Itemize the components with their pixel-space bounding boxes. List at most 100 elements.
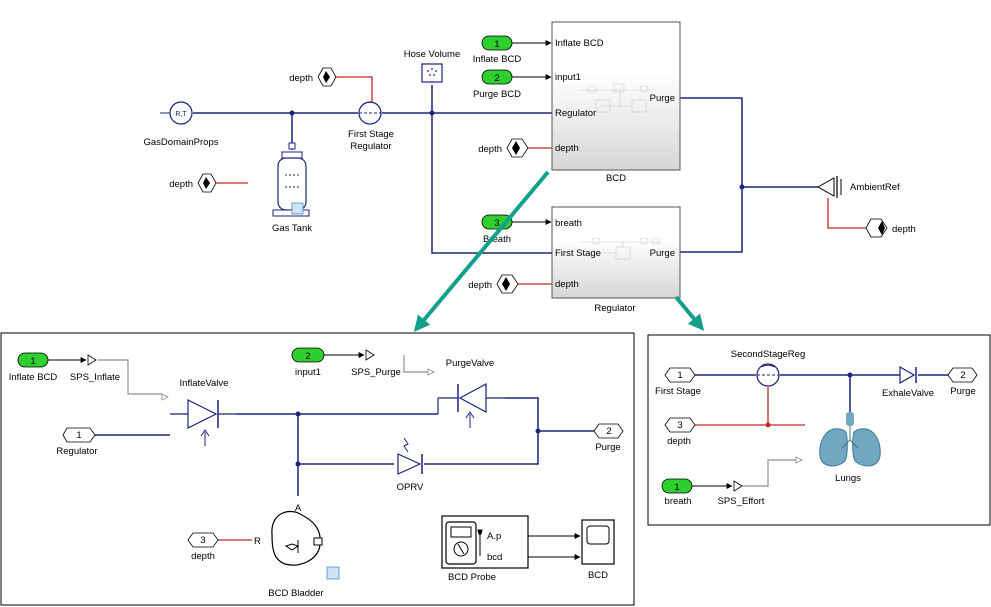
port-number: 3 [200, 535, 205, 546]
block-label: AmbientRef [850, 182, 900, 193]
block-label: SPS_Purge [351, 367, 401, 378]
purge-valve-block[interactable]: PurgeValve [427, 358, 505, 428]
bcd-bladder-block[interactable]: A R BCD Bladder [254, 503, 340, 599]
inport-inflate-bcd[interactable]: 1 Inflate BCD [9, 352, 58, 383]
top-level-model: 1 Inflate BCD 2 Purge BCD 3 Breath depth… [144, 21, 916, 332]
tag-label: depth [478, 144, 502, 155]
regulator-subsystem-view: SecondStageReg 1 First Stage 3 depth 1 b… [647, 334, 991, 526]
first-stage-regulator-block[interactable]: First Stage Regulator [348, 101, 394, 152]
inport-label: input1 [295, 367, 321, 378]
inport-inflate-bcd[interactable]: 1 Inflate BCD [473, 35, 522, 65]
port-label: Purge [650, 248, 675, 259]
tag-label: depth [289, 73, 313, 84]
from-depth-tag[interactable]: depth [478, 138, 529, 158]
physical-connection-lines [695, 374, 948, 418]
oprv-valve-block[interactable]: OPRV [397, 437, 424, 493]
inport-number: 3 [494, 218, 499, 229]
port-number: 2 [606, 426, 611, 437]
lungs-block[interactable]: Lungs [819, 412, 881, 484]
ambient-ref-block[interactable]: AmbientRef [816, 176, 900, 198]
inport-number: 1 [30, 356, 35, 367]
port-label: input1 [555, 72, 581, 83]
port-label: Purge [650, 93, 675, 104]
second-stage-reg-block[interactable]: SecondStageReg [731, 349, 805, 387]
from-depth-tag[interactable]: depth [169, 173, 217, 193]
inport-label: Breath [483, 234, 511, 245]
block-label: SPS_Effort [718, 496, 765, 507]
gas-props-icon: R,T [175, 111, 187, 118]
ps-signal-line [742, 459, 796, 487]
inport-purge-bcd[interactable]: 2 Purge BCD [473, 69, 521, 100]
port-number: 2 [960, 370, 965, 381]
signal-arrows [48, 352, 581, 560]
bcd-probe-block[interactable]: A.p bcd BCD Probe [441, 515, 529, 583]
inport-label: Inflate BCD [473, 54, 522, 65]
port-label-r: R [254, 536, 261, 547]
block-label: SecondStageReg [731, 349, 805, 360]
block-label: BCD [588, 570, 608, 581]
ps-signal-lines [98, 355, 428, 395]
block-label: InflateValve [180, 378, 229, 389]
block-label: Regulator [594, 303, 635, 314]
bcd-subsystem-view: 1 Inflate BCD SPS_Inflate 2 input1 SPS_P… [0, 332, 635, 606]
block-label: SPS_Inflate [70, 372, 120, 383]
zoom-arrows [413, 170, 705, 332]
probe-output-label: bcd [487, 552, 502, 563]
inflate-valve-block[interactable]: InflateValve [161, 378, 236, 446]
gas-domain-props-block[interactable]: R,T GasDomainProps [144, 101, 219, 148]
first-stage-port[interactable]: 1 First Stage [655, 367, 701, 397]
from-depth-tag[interactable]: depth [289, 67, 337, 87]
hose-volume-block[interactable]: Hose Volume [404, 49, 461, 83]
port-label: depth [191, 551, 215, 562]
junction-dots [289, 110, 745, 190]
block-label: BCD Bladder [268, 588, 323, 599]
block-label-line2: Regulator [350, 141, 391, 152]
depth-port[interactable]: 3 depth [187, 532, 219, 562]
regulator-subsystem-block[interactable]: breath First Stage depth Purge Regulator [551, 206, 681, 314]
port-label: Regulator [56, 446, 97, 457]
regulator-port[interactable]: 1 Regulator [56, 427, 98, 457]
purge-port[interactable]: 2 Purge [593, 423, 624, 453]
port-label: Inflate BCD [555, 38, 604, 49]
block-label: PurgeValve [446, 358, 494, 369]
block-label: Lungs [835, 473, 861, 484]
inport-number: 2 [494, 73, 499, 84]
inport-number: 1 [494, 39, 499, 50]
junction-dot [765, 422, 771, 428]
tag-label: depth [892, 224, 916, 235]
bcd-scope-block[interactable]: BCD [581, 519, 615, 581]
sps-purge-converter[interactable]: SPS_Purge [351, 349, 401, 378]
block-label: Gas Tank [272, 223, 312, 234]
port-label: Purge [595, 442, 620, 453]
physical-connection-lines [193, 85, 818, 254]
depth-port[interactable]: 3 depth [664, 417, 696, 447]
gas-volume-icon [427, 68, 437, 76]
breath-inport[interactable]: 1 breath [661, 478, 693, 507]
inport-input1[interactable]: 2 input1 [291, 347, 325, 378]
port-label: First Stage [555, 248, 601, 259]
port-label: First Stage [655, 386, 701, 397]
port-label: breath [555, 218, 582, 229]
port-label: Purge [950, 386, 975, 397]
gas-tank-block[interactable]: Gas Tank [272, 142, 312, 234]
sps-inflate-converter[interactable]: SPS_Inflate [70, 354, 120, 383]
inport-label: Purge BCD [473, 89, 521, 100]
block-label: BCD [606, 173, 626, 184]
block-label: GasDomainProps [144, 137, 219, 148]
bcd-subsystem-block[interactable]: Inflate BCD input1 Regulator depth Purge… [551, 21, 681, 184]
from-depth-tag[interactable]: depth [468, 274, 519, 294]
inport-arrows [512, 40, 552, 225]
purge-port[interactable]: 2 Purge [947, 367, 978, 397]
block-label: Hose Volume [404, 49, 461, 60]
port-label: depth [667, 436, 691, 447]
port-label-a: A [295, 503, 302, 514]
inport-label: Inflate BCD [9, 372, 58, 383]
block-label: BCD Probe [448, 572, 496, 583]
sps-effort-converter[interactable]: SPS_Effort [718, 480, 765, 507]
port-number: 3 [677, 420, 682, 431]
exhale-valve-block[interactable]: ExhaleValve [882, 365, 934, 399]
thermal-port-icon [291, 202, 304, 215]
goto-depth-tag[interactable]: depth [865, 218, 916, 238]
inport-number: 2 [305, 351, 310, 362]
